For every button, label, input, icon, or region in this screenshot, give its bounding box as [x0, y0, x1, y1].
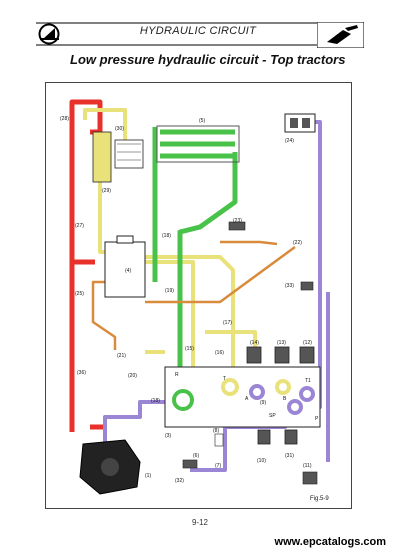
label-6: (6) — [193, 453, 199, 459]
manual-hand-icon — [317, 22, 364, 48]
label-27: (27) — [75, 223, 84, 229]
pump — [79, 439, 141, 495]
small-devices — [182, 221, 318, 485]
cylinder — [284, 113, 316, 133]
port-a: A — [245, 396, 249, 402]
green-pipe — [152, 127, 238, 372]
label-28: (28) — [60, 116, 69, 122]
label-16: (16) — [215, 350, 224, 356]
tank — [104, 235, 146, 298]
hydraulic-diagram: (28) (30) (29) (27) (25) (36) (21) (20) … — [60, 99, 330, 502]
port-b: B — [283, 396, 287, 402]
label-31: (31) — [285, 453, 294, 459]
brand-logo-icon — [38, 23, 60, 45]
label-5: (5) — [199, 118, 205, 124]
label-30: (30) — [115, 126, 124, 132]
label-21: (21) — [117, 353, 126, 359]
page-subtitle: Low pressure hydraulic circuit - Top tra… — [70, 52, 346, 67]
label-13: (13) — [277, 340, 286, 346]
header-bar — [36, 22, 364, 46]
label-17: (17) — [223, 320, 232, 326]
label-11: (11) — [303, 463, 312, 469]
label-20: (20) — [128, 373, 137, 379]
label-10: (10) — [257, 458, 266, 464]
diagram-frame — [45, 82, 352, 509]
header-title: HYDRAULIC CIRCUIT — [139, 25, 257, 37]
label-18b: (18) — [151, 398, 160, 404]
label-23: (23) — [233, 218, 242, 224]
label-32: (32) — [175, 478, 184, 484]
label-24: (24) — [285, 138, 294, 144]
cooler-rails — [156, 125, 240, 163]
page-number: 9-12 — [191, 518, 208, 527]
diagram-labels: (28) (30) (29) (27) (25) (36) (21) (20) … — [60, 116, 329, 502]
figure-label: Fig.5-9 — [310, 496, 329, 502]
solenoid-valves — [246, 346, 315, 445]
label-7: (7) — [215, 463, 221, 469]
label-1: (1) — [145, 473, 151, 479]
label-22: (22) — [293, 240, 302, 246]
port-t1: T1 — [305, 378, 311, 384]
orange-pipe — [91, 240, 296, 350]
label-4: (4) — [125, 268, 131, 274]
filter — [92, 131, 144, 183]
label-33: (33) — [285, 283, 294, 289]
label-36: (36) — [77, 370, 86, 376]
port-sp: SP — [269, 413, 276, 419]
label-25: (25) — [75, 291, 84, 297]
label-3: (3) — [165, 433, 171, 439]
label-29: (29) — [102, 188, 111, 194]
label-14: (14) — [250, 340, 259, 346]
port-r: R — [175, 372, 179, 378]
label-18: (18) — [162, 233, 171, 239]
label-12: (12) — [303, 340, 312, 346]
port-p: P — [315, 416, 319, 422]
label-8: (8) — [213, 428, 219, 434]
label-19: (19) — [165, 288, 174, 294]
label-9: (9) — [260, 400, 266, 406]
footer-url[interactable]: www.epcatalogs.com — [274, 536, 386, 548]
valve-block — [164, 366, 321, 428]
label-15: (15) — [185, 346, 194, 352]
port-t: T — [223, 376, 226, 382]
